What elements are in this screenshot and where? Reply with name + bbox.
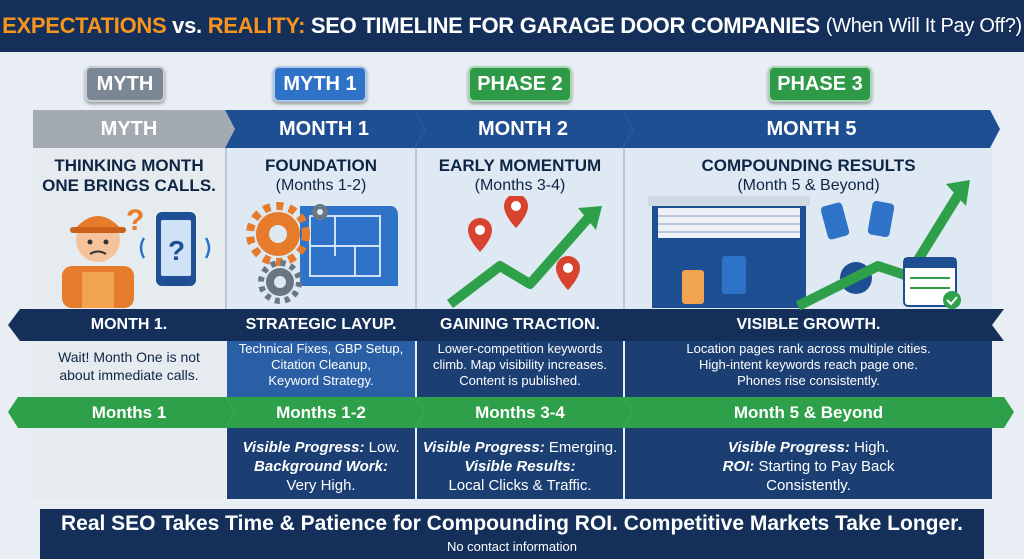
badge-phase-3: PHASE 3: [768, 66, 872, 102]
timeline-months-1-2: Months 1-2: [276, 402, 366, 422]
title-rest: SEO TIMELINE FOR GARAGE DOOR COMPANIES: [305, 13, 820, 38]
badge-myth: MYTH: [85, 66, 165, 102]
timeline-months-3-4: Months 3-4: [475, 402, 565, 422]
footer-message: Real SEO Takes Time & Patience for Compo…: [60, 512, 964, 535]
progress-early-momentum: Visible Progress: Emerging. Visible Resu…: [422, 439, 618, 494]
myth-desc-panel: [33, 341, 225, 397]
month-bar-5: [623, 110, 1000, 148]
compounding-illustration: [648, 180, 970, 310]
myth-progress-panel: [33, 428, 225, 499]
desc-myth: Wait! Month One is not about immediate c…: [58, 349, 200, 383]
month2-progress-panel: [417, 428, 623, 499]
question-mark-icon: ?: [126, 204, 144, 237]
status-month1: MONTH 1.: [90, 316, 168, 333]
desc-compounding: Location pages rank across multiple citi…: [686, 341, 931, 388]
month-label-1: MONTH 1: [279, 117, 369, 140]
foundation-illustration: [246, 202, 398, 304]
desc-early-momentum: Lower-competition keywords climb. Map vi…: [432, 341, 608, 388]
status-visible-growth: VISIBLE GROWTH.: [736, 316, 881, 333]
month-bar-myth: [33, 110, 235, 148]
month5-desc-panel: [625, 341, 992, 397]
title-expectations: EXPECTATIONS: [2, 13, 167, 38]
column-title-myth: THINKING MONTH ONE BRINGS CALLS.: [42, 156, 216, 195]
month5-progress-panel: [625, 428, 992, 499]
phone-question-icon: ?: [139, 212, 211, 286]
worried-technician-icon: [62, 216, 134, 308]
month-label-2: MONTH 2: [478, 117, 568, 140]
status-bar: [8, 309, 1004, 341]
title-reality: REALITY:: [207, 13, 306, 38]
title-paren: (When Will It Pay Off?): [825, 14, 1022, 37]
timeline-bar-1: [8, 397, 235, 428]
progress-foundation: Visible Progress: Low. Background Work: …: [242, 439, 400, 494]
column-divider: [623, 148, 625, 309]
myth-illustration: ? ?: [62, 204, 211, 308]
month-label-5: MONTH 5: [766, 117, 857, 140]
svg-text:?: ?: [168, 235, 185, 266]
timeline-bar-4: [623, 397, 1014, 428]
early-momentum-illustration: [446, 196, 602, 308]
gear-icon: [246, 202, 328, 304]
calendar-check-icon: [903, 257, 961, 309]
status-strategic-layup: STRATEGIC LAYUP.: [245, 316, 397, 333]
timeline-month-5-beyond: Month 5 & Beyond: [733, 402, 884, 422]
garage-door-icon: [648, 196, 810, 308]
column-title-foundation: FOUNDATION (Months 1-2): [264, 156, 378, 194]
month-bar-1: [225, 110, 425, 148]
month1-progress-panel: [227, 428, 415, 499]
footer-banner: [40, 509, 984, 559]
map-pin-icon: [468, 196, 580, 290]
column-divider: [225, 148, 227, 309]
column-title-early-momentum: EARLY MOMENTUM (Months 3-4): [438, 156, 602, 194]
growth-arrow-icon: [446, 206, 602, 308]
timeline-bar-2: [225, 397, 425, 428]
badge-phase-2: PHASE 2: [468, 66, 572, 102]
timeline-months-1: Months 1: [91, 402, 167, 422]
month-bar-2: [415, 110, 633, 148]
desc-foundation: Technical Fixes, GBP Setup, Citation Cle…: [238, 341, 404, 388]
growth-arrow-icon: [795, 180, 970, 310]
month-label-myth: MYTH: [100, 117, 158, 140]
timeline-bar-3: [415, 397, 633, 428]
status-gaining-traction: GAINING TRACTION.: [440, 316, 600, 333]
footer-contact: No contact information: [446, 538, 578, 554]
blueprint-icon: [300, 206, 398, 286]
column-divider: [415, 148, 417, 309]
progress-compounding: Visible Progress: High. ROI: Starting to…: [722, 439, 895, 494]
title-vs: vs.: [166, 13, 208, 38]
month1-desc-panel: [227, 341, 415, 397]
page-title: EXPECTATIONS vs. REALITY: SEO TIMELINE F…: [0, 0, 1024, 52]
badge-myth-1: MYTH 1: [273, 66, 367, 102]
month2-desc-panel: [417, 341, 623, 397]
column-title-compounding: COMPOUNDING RESULTS (Month 5 & Beyond): [701, 156, 916, 194]
